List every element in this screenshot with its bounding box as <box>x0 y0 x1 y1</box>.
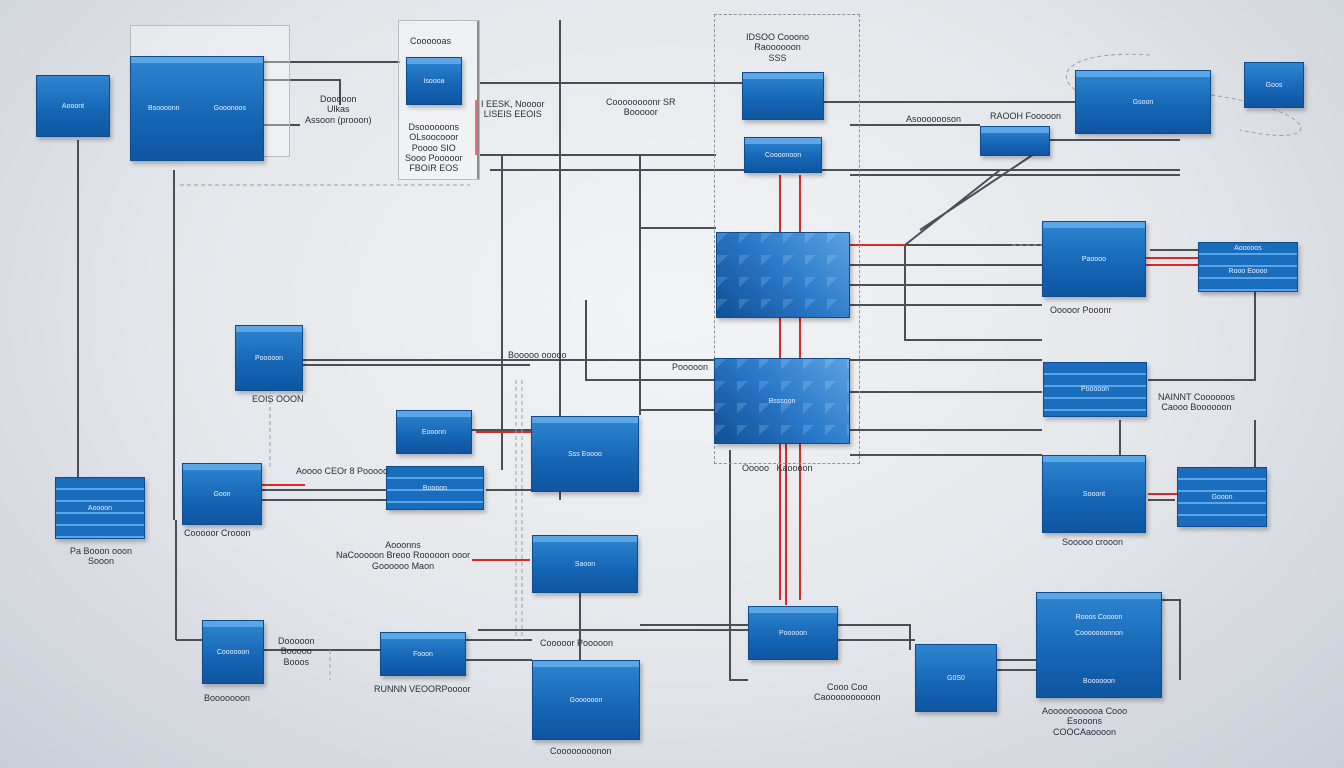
diagram-label: Cooooor Pooooon <box>540 638 614 648</box>
node-label: Pooooon <box>1080 386 1110 393</box>
node-label: Goos <box>1265 81 1283 89</box>
node-label: Cooooooonnon <box>1075 629 1123 637</box>
diagram-label: Coooooas <box>410 36 452 46</box>
node-box[interactable]: Sooont <box>1042 455 1146 533</box>
diagram-label: Dooooon Booooo Booos <box>278 636 315 667</box>
diagram-label: EOIS OOON <box>252 394 304 404</box>
diagram-label: Aooonns NaCooooon Breoo Rooooon ooor Goo… <box>336 540 471 571</box>
node-label: Fooon <box>413 650 433 658</box>
node-stack[interactable]: Aoooon <box>55 477 145 539</box>
node-stack[interactable]: Boooon <box>386 466 484 510</box>
node-label: Bsoooonn <box>148 105 180 112</box>
node-box[interactable]: Cooooooonnon <box>1050 628 1148 638</box>
diagram-label: Dsoooooons OLsoocooor Poooo SIO Sooo Poo… <box>405 122 463 174</box>
node-label: Paoooo <box>1081 255 1107 263</box>
diagram-label: NAINNT Coooooos Caooo Boooooon <box>1158 392 1235 413</box>
node-stack[interactable]: Gooon <box>1177 467 1267 527</box>
node-label: Goooooon <box>569 696 603 704</box>
node-box[interactable]: Aooont <box>36 75 110 137</box>
node-label: Aooooos <box>1234 245 1262 252</box>
node-label: Gooonoos <box>213 105 246 112</box>
diagram-label: Pa Booon ooon Sooon <box>70 546 133 567</box>
node-label: Boooon <box>422 484 448 492</box>
node-label: Pooooon <box>254 354 284 362</box>
diagram-label: Sooooo crooon <box>1062 537 1124 547</box>
node-box[interactable] <box>742 72 824 120</box>
node-label: Rooos Coooon <box>1075 613 1123 621</box>
node-box[interactable]: Fooon <box>380 632 466 676</box>
node-box[interactable]: Paoooo <box>1042 221 1146 297</box>
node-label: Pooooon <box>778 629 808 637</box>
diagram-label: Ooooor Pooonr <box>1050 305 1112 315</box>
diagram-label: RUNNN VEOORPoooor <box>374 684 471 694</box>
node-box[interactable]: Goon <box>182 463 262 525</box>
node-box[interactable]: Isoooa <box>406 57 462 105</box>
node-label: Gsoon <box>1132 98 1154 106</box>
node-label: Coooonoon <box>764 151 802 159</box>
diagram-label: Aoooo CEOr 8 Pooooo <box>296 466 389 476</box>
node-label: Goon <box>213 490 231 498</box>
diagram-label: IDSOO Cooono Raoooooon SSS <box>746 32 810 63</box>
node-label: Sooont <box>1082 490 1106 498</box>
node-label: Boooooon <box>1083 678 1115 685</box>
diagram-label: Cooo Coo Caoooooooooon <box>814 682 881 703</box>
frame-center-dashed <box>714 14 860 464</box>
node-label: Saoon <box>574 560 596 568</box>
node-box[interactable]: Eooonn <box>396 410 472 454</box>
diagram-label: Coooooooonr SR Booooor <box>606 97 676 118</box>
node-box[interactable]: Pooooon <box>235 325 303 391</box>
node-stack[interactable]: Pooooon <box>1043 362 1147 417</box>
node-box[interactable]: Coooooon <box>202 620 264 684</box>
node-label: Eooonn <box>421 428 447 436</box>
node-box[interactable]: Boooooon <box>1036 592 1162 698</box>
node-label: Aooont <box>61 102 85 110</box>
node-box[interactable] <box>980 126 1050 156</box>
diagram-label: Dooooon Ulkas Assoon (prooon) <box>305 94 372 125</box>
mosaic-panel[interactable] <box>716 232 850 318</box>
node-stack[interactable]: Aooooos <box>1198 242 1298 292</box>
node-label: Rooo Eoooo <box>1228 267 1268 275</box>
node-label: G0S0 <box>947 674 965 682</box>
diagram-label: Asooooooson <box>906 114 962 124</box>
node-box[interactable]: Sss Eoooo <box>531 416 639 492</box>
diagram-label: Pooooon <box>672 362 709 372</box>
diagram-label: Booooo ooooo <box>508 350 567 360</box>
node-box[interactable]: Bsoooonn Gooonoos <box>130 56 264 161</box>
node-label: Bsssoon <box>768 397 796 405</box>
node-label: Sss Eoooo <box>568 450 602 458</box>
node-label: Aoooon <box>87 504 113 512</box>
diagram-label: I EESK, Noooor LISEIS EEOIS <box>481 99 545 120</box>
node-label: Gooon <box>1211 493 1233 501</box>
node-box[interactable]: Coooonoon <box>744 137 822 173</box>
node-label: Coooooon <box>216 648 250 656</box>
diagram-label: Coooooooonon <box>550 746 612 756</box>
node-box[interactable]: Rooos Coooon <box>1050 612 1148 622</box>
node-box[interactable]: Gsoon <box>1075 70 1211 134</box>
node-box[interactable]: Pooooon <box>748 606 838 660</box>
diagram-label: Booooooon <box>204 693 251 703</box>
node-box[interactable]: Saoon <box>532 535 638 593</box>
node-box[interactable]: Goooooon <box>532 660 640 740</box>
diagram-label: Cooooor Crooon <box>184 528 251 538</box>
diagram-label: Aooooooooooa Cooo Esooons COOCAaoooon <box>1042 706 1128 737</box>
node-box[interactable]: Goos <box>1244 62 1304 108</box>
mosaic-panel[interactable]: Bsssoon <box>714 358 850 444</box>
node-label: Isoooa <box>423 77 445 85</box>
diagram-label: RAOOH Fooooon <box>990 111 1062 121</box>
node-box[interactable]: G0S0 <box>915 644 997 712</box>
diagram-label: Ooooo Kaoooon <box>742 463 813 473</box>
node-box[interactable]: Rooo Eoooo <box>1198 266 1298 276</box>
